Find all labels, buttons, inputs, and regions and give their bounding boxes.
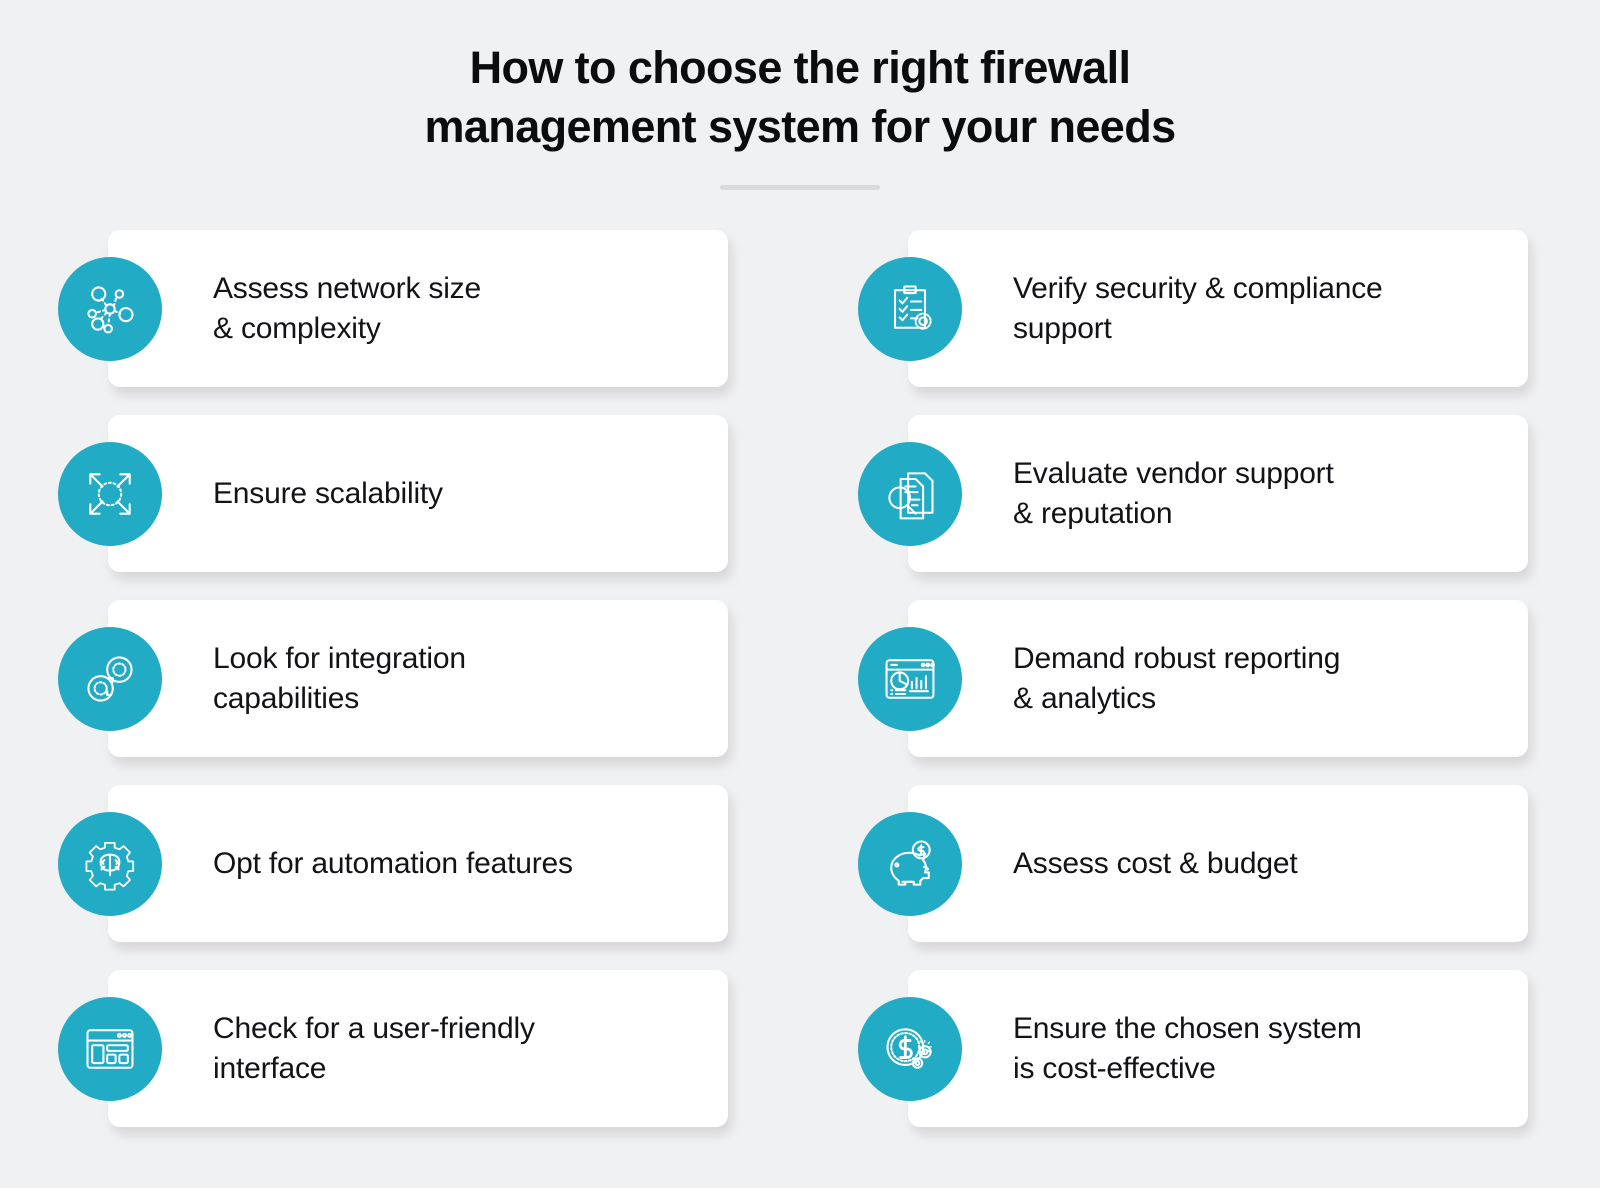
card-slot: Demand robust reporting & analytics [858,600,1600,785]
card-label: Demand robust reporting & analytics [1013,641,1341,715]
linked-gears-icon [58,626,162,731]
right-column: Verify security & compliance support [800,230,1600,1155]
card-label: Check for a user-friendly interface [213,1011,535,1085]
browser-layout-icon [58,996,162,1101]
card-cost-effective-system[interactable]: Ensure the chosen system is cost-effecti… [858,970,1528,1127]
expand-arrows-icon [58,441,162,546]
card-slot: Check for a user-friendly interface [58,970,800,1155]
card-ensure-scalability[interactable]: Ensure scalability [58,415,728,572]
card-integration-capabilities[interactable]: Look for integration capabilities [58,600,728,757]
gear-brain-icon [58,811,162,916]
piggy-bank-icon [858,811,962,916]
card-reporting-analytics[interactable]: Demand robust reporting & analytics [858,600,1528,757]
card-slot: Evaluate vendor support & reputation [858,415,1600,600]
card-cost-budget[interactable]: Assess cost & budget [858,785,1528,942]
cards-grid: Assess network size & complexity [0,230,1600,1155]
documents-magnifier-icon [858,441,962,546]
card-assess-network-size[interactable]: Assess network size & complexity [58,230,728,387]
card-label: Look for integration capabilities [213,641,466,715]
card-label: Assess network size & complexity [213,271,481,345]
card-label: Verify security & compliance support [1013,271,1383,345]
card-label: Ensure scalability [213,476,443,510]
card-automation-features[interactable]: Opt for automation features [58,785,728,942]
card-label: Evaluate vendor support & reputation [1013,456,1334,530]
card-label: Ensure the chosen system is cost-effecti… [1013,1011,1362,1085]
card-label: Assess cost & budget [1013,846,1298,880]
card-slot: Verify security & compliance support [858,230,1600,415]
card-slot: Assess cost & budget [858,785,1600,970]
card-label: Opt for automation features [213,846,573,880]
card-slot: Opt for automation features [58,785,800,970]
card-slot: Ensure scalability [58,415,800,600]
card-security-compliance[interactable]: Verify security & compliance support [858,230,1528,387]
card-user-friendly-interface[interactable]: Check for a user-friendly interface [58,970,728,1127]
analytics-dashboard-icon [858,626,962,731]
title-divider [720,184,880,190]
page-header: How to choose the right firewall managem… [0,0,1600,190]
network-nodes-icon [58,256,162,361]
card-vendor-support-reputation[interactable]: Evaluate vendor support & reputation [858,415,1528,572]
left-column: Assess network size & complexity [0,230,800,1155]
card-slot: Ensure the chosen system is cost-effecti… [858,970,1600,1155]
checklist-seal-icon [858,256,962,361]
card-slot: Look for integration capabilities [58,600,800,785]
page-title: How to choose the right firewall managem… [424,42,1176,153]
card-slot: Assess network size & complexity [58,230,800,415]
dollar-gears-icon [858,996,962,1101]
